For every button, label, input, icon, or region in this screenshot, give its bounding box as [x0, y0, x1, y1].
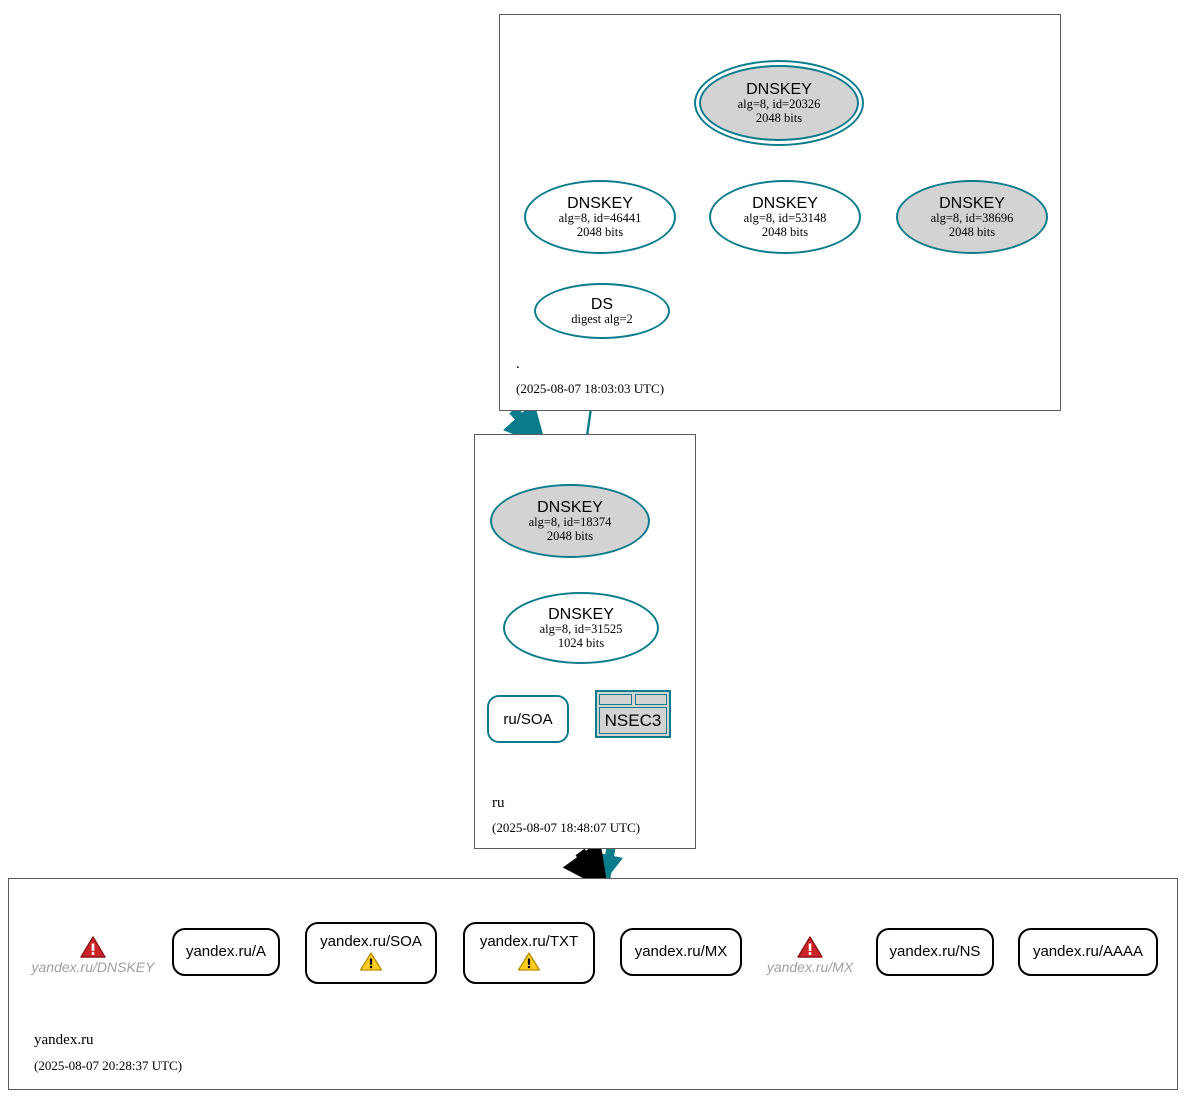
dnskey-18374-node[interactable]: DNSKEY alg=8, id=18374 2048 bits — [490, 484, 650, 558]
rrset-yandex-mx-error[interactable]: yandex.ru/MX — [764, 925, 856, 975]
dnskey-18374-size: 2048 bits — [546, 528, 594, 543]
rrset-yandex-ns-label: yandex.ru/NS — [889, 943, 981, 961]
dnskey-20326-title: DNSKEY — [746, 80, 812, 98]
dnskey-53148-size: 2048 bits — [761, 224, 809, 239]
rrset-yandex-mx[interactable]: yandex.ru/MX — [620, 928, 742, 976]
zone-label-ru-name: ru — [492, 795, 505, 811]
nsec3-node[interactable]: NSEC3 — [595, 690, 671, 738]
ru-soa-node[interactable]: ru/SOA — [487, 695, 569, 743]
rrset-yandex-soa-label: yandex.ru/SOA — [320, 932, 422, 950]
zone-label-yandex-timestamp: (2025-08-07 20:28:37 UTC) — [34, 1058, 183, 1073]
dnskey-53148-title: DNSKEY — [752, 194, 818, 212]
warning-triangle-icon — [359, 949, 383, 972]
rrset-yandex-dnskey-label: yandex.ru/DNSKEY — [31, 959, 155, 975]
dnskey-46441-algorithm: alg=8, id=46441 — [558, 211, 642, 226]
rrset-yandex-dnskey[interactable]: yandex.ru/DNSKEY — [28, 925, 158, 975]
rrset-yandex-a-label: yandex.ru/A — [185, 943, 267, 961]
zone-box-yandex — [8, 878, 1178, 1090]
warning-triangle-icon — [517, 949, 541, 972]
ds-title: DS — [590, 295, 614, 313]
rrset-yandex-a[interactable]: yandex.ru/A — [172, 928, 280, 976]
nsec3-header-cell-right — [634, 694, 667, 705]
ds-node[interactable]: DS digest alg=2 — [534, 283, 670, 339]
rrset-yandex-mx-error-label: yandex.ru/MX — [766, 959, 854, 975]
dnskey-53148-node[interactable]: DNSKEY alg=8, id=53148 2048 bits — [709, 180, 861, 254]
dnskey-20326-trust-anchor-ring — [694, 60, 864, 146]
rrset-yandex-soa[interactable]: yandex.ru/SOA — [305, 922, 437, 984]
dnskey-46441-title: DNSKEY — [567, 194, 633, 212]
rrset-yandex-txt[interactable]: yandex.ru/TXT — [463, 922, 595, 984]
dnskey-18374-algorithm: alg=8, id=18374 — [528, 515, 612, 530]
error-triangle-icon — [80, 935, 106, 959]
dnskey-31525-algorithm: alg=8, id=31525 — [539, 622, 623, 637]
dnskey-38696-size: 2048 bits — [948, 224, 996, 239]
ds-digest: digest alg=2 — [571, 311, 633, 326]
dnskey-20326-algorithm: alg=8, id=20326 — [737, 97, 821, 112]
rrset-yandex-ns[interactable]: yandex.ru/NS — [876, 928, 994, 976]
dnskey-31525-node[interactable]: DNSKEY alg=8, id=31525 1024 bits — [503, 592, 659, 664]
dnskey-38696-node[interactable]: DNSKEY alg=8, id=38696 2048 bits — [896, 180, 1048, 254]
dnskey-31525-size: 1024 bits — [557, 635, 605, 650]
ru-soa-label: ru/SOA — [503, 710, 553, 728]
dnskey-18374-title: DNSKEY — [537, 498, 603, 516]
zone-label-root-name: . — [516, 356, 520, 372]
zone-label-ru-timestamp: (2025-08-07 18:48:07 UTC) — [492, 820, 641, 835]
nsec3-label: NSEC3 — [599, 707, 667, 734]
dnskey-20326-size: 2048 bits — [755, 110, 803, 125]
zone-label-yandex-name: yandex.ru — [34, 1032, 94, 1048]
dnskey-53148-algorithm: alg=8, id=53148 — [743, 211, 827, 226]
dnskey-46441-size: 2048 bits — [576, 224, 624, 239]
rrset-yandex-aaaa-label: yandex.ru/AAAA — [1032, 943, 1144, 961]
dnskey-46441-node[interactable]: DNSKEY alg=8, id=46441 2048 bits — [524, 180, 676, 254]
rrset-yandex-mx-label: yandex.ru/MX — [634, 943, 728, 961]
nsec3-header-row — [599, 694, 667, 705]
dnskey-31525-title: DNSKEY — [548, 605, 614, 623]
dnskey-38696-title: DNSKEY — [939, 194, 1005, 212]
dnskey-38696-algorithm: alg=8, id=38696 — [930, 211, 1014, 226]
error-triangle-icon — [797, 935, 823, 959]
rrset-yandex-aaaa[interactable]: yandex.ru/AAAA — [1018, 928, 1158, 976]
rrset-yandex-txt-label: yandex.ru/TXT — [479, 932, 579, 950]
dnskey-20326-node[interactable]: DNSKEY alg=8, id=20326 2048 bits — [699, 65, 859, 141]
nsec3-header-cell-left — [599, 694, 632, 705]
zone-label-root-timestamp: (2025-08-07 18:03:03 UTC) — [516, 381, 665, 396]
